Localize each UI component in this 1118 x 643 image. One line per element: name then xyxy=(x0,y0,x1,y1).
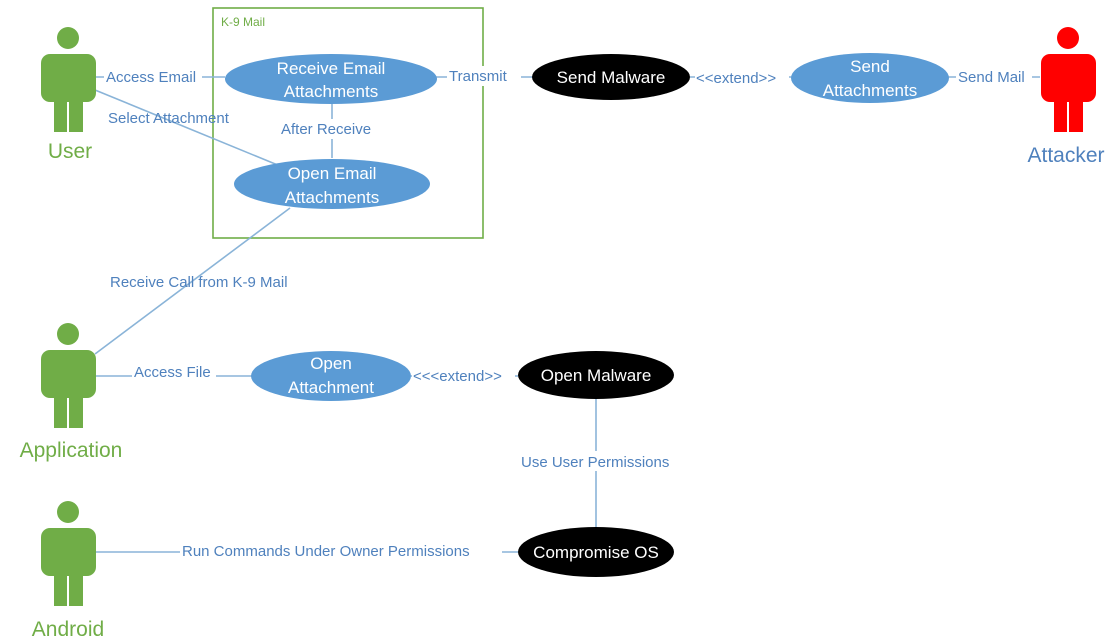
actor-attacker: Attacker xyxy=(1027,27,1105,167)
use-case-text: Receive Email xyxy=(277,59,386,78)
actor-name: Application xyxy=(20,439,123,462)
use-case-compromise-os: Compromise OS xyxy=(518,527,674,577)
label-use-user-permissions: Use User Permissions xyxy=(521,454,669,471)
person-icon xyxy=(1041,27,1096,132)
person-icon xyxy=(41,323,96,428)
actor-name: Android xyxy=(32,618,104,641)
k9-mail-system-boundary xyxy=(212,7,484,239)
label-access-file: Access File xyxy=(134,364,211,381)
use-case-text: Send Malware xyxy=(557,68,666,87)
use-case-text: Attachments xyxy=(823,81,918,100)
label-access-email: Access Email xyxy=(106,69,196,86)
label-after-receive: After Receive xyxy=(281,121,371,138)
label-extend-1: <<extend>> xyxy=(696,70,776,87)
use-case-text: Open xyxy=(310,354,352,373)
actor-name: User xyxy=(48,140,92,163)
actor-name: Attacker xyxy=(1027,144,1104,167)
label-select-attachment: Select Attachment xyxy=(108,110,230,127)
system-boundary-title: K-9 Mail xyxy=(221,15,265,29)
label-send-mail: Send Mail xyxy=(958,69,1025,86)
use-case-text: Attachments xyxy=(285,188,380,207)
actor-android: Android xyxy=(32,501,104,641)
edge-application-open-email xyxy=(94,207,291,355)
use-case-text: Compromise OS xyxy=(533,543,659,562)
label-run-commands: Run Commands Under Owner Permissions xyxy=(182,543,470,560)
person-icon xyxy=(41,27,96,132)
use-case-text: Open Malware xyxy=(541,366,652,385)
label-transmit: Transmit xyxy=(449,68,508,85)
use-case-send-attachments: Send Attachments xyxy=(791,53,949,103)
use-case-open-attachment: Open Attachment xyxy=(251,351,411,401)
use-case-open-malware: Open Malware xyxy=(518,351,674,399)
use-case-text: Send xyxy=(850,57,890,76)
use-case-receive-email-attachments: Receive Email Attachments xyxy=(225,54,437,104)
actor-user: User xyxy=(41,27,96,163)
label-extend-2: <<<extend>> xyxy=(413,368,502,385)
use-case-text: Attachment xyxy=(288,378,374,397)
use-case-open-email-attachments: Open Email Attachments xyxy=(234,159,430,209)
edge-user-open-email xyxy=(94,89,286,169)
person-icon xyxy=(41,501,96,606)
use-case-send-malware: Send Malware xyxy=(532,54,690,100)
actor-application: Application xyxy=(20,323,123,462)
use-case-text: Attachments xyxy=(284,82,379,101)
label-receive-call: Receive Call from K-9 Mail xyxy=(110,274,288,291)
use-case-text: Open Email xyxy=(288,164,377,183)
